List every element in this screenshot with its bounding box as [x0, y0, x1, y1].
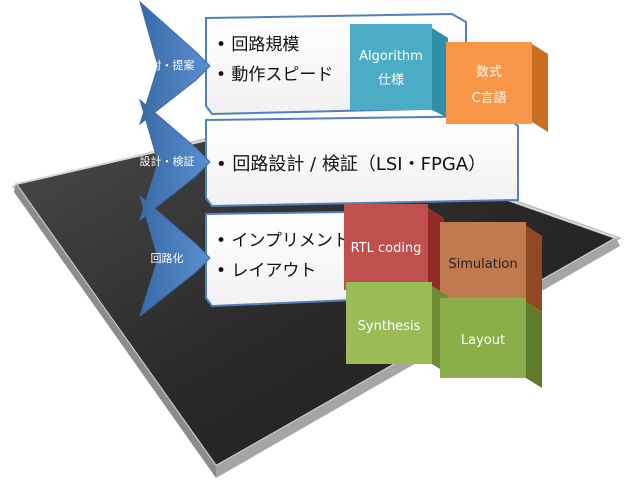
stage-1-label: 検討・提案	[140, 58, 195, 72]
cube-algorithm: Algorithm 仕様	[350, 24, 448, 118]
cube-algorithm-line-1: Algorithm	[359, 49, 423, 64]
stage-2-bullet-1: • 回路設計 / 検証（LSI・FPGA）	[216, 154, 486, 175]
stage-2-chevron	[139, 98, 211, 222]
stage-3: 回路化 • インプリメント • レイアウト	[139, 194, 354, 318]
cube-synthesis: Synthesis	[346, 282, 448, 374]
stage-2: 設計・検証 • 回路設計 / 検証（LSI・FPGA）	[139, 98, 519, 222]
cube-rtl-label: RTL coding	[351, 241, 422, 256]
cube-formula: 数式 C言語	[446, 42, 548, 132]
cube-synthesis-label: Synthesis	[358, 319, 421, 334]
stage-1-chevron	[139, 0, 211, 126]
cube-layout: Layout	[440, 298, 542, 388]
stage-3-panel	[205, 210, 354, 308]
stage-3-bullet-1: • インプリメント	[216, 231, 350, 251]
stage-3-bullet-2: • レイアウト	[216, 261, 316, 281]
cube-formula-line-2: C言語	[471, 90, 506, 106]
stage-3-label: 回路化	[151, 251, 184, 265]
cube-algorithm-line-2: 仕様	[378, 73, 404, 88]
cube-layout-label: Layout	[461, 333, 505, 348]
stage-3-chevron	[139, 194, 211, 318]
cube-formula-line-1: 数式	[476, 65, 502, 80]
stage-2-label: 設計・検証	[140, 154, 195, 168]
cube-simulation: Simulation	[440, 222, 542, 312]
stage-1-bullet-1: • 回路規模	[216, 35, 299, 55]
cube-simulation-label: Simulation	[448, 257, 517, 272]
cube-rtl: RTL coding	[344, 204, 444, 300]
stage-1-bullet-2: • 動作スピード	[216, 65, 333, 85]
